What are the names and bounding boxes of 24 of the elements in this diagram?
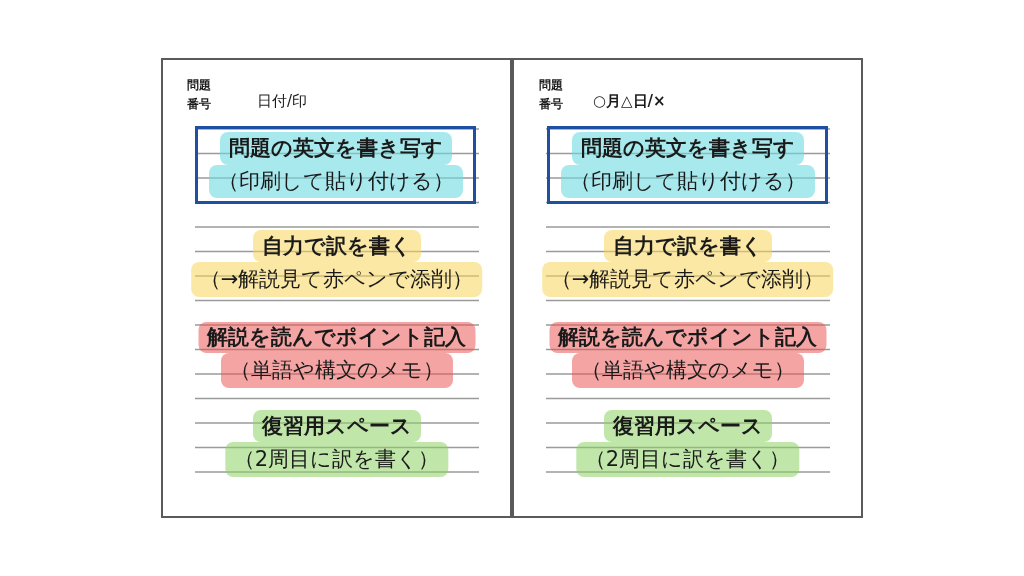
date-label: ○月△日/×: [593, 91, 666, 111]
framed-area: [547, 126, 828, 204]
highlighted-heading: 自力で訳を書く: [252, 230, 421, 262]
question-number-label: 問題番号: [187, 77, 212, 113]
highlighted-note: （印刷して貼り付ける）: [208, 165, 463, 198]
highlighted-note: （→解説見て赤ペンで添削）: [190, 262, 483, 297]
highlighted-heading: 自力で訳を書く: [603, 230, 772, 262]
highlighted-heading: 問題の英文を書き写す: [571, 132, 804, 165]
date-label: 日付/印: [257, 91, 308, 111]
notebook-page: [161, 58, 512, 518]
highlighted-heading: 解説を読んでポイント記入: [549, 322, 826, 353]
highlighted-note: （印刷して貼り付ける）: [560, 165, 815, 198]
highlighted-heading: 問題の英文を書き写す: [219, 132, 452, 165]
question-number-label: 問題番号: [539, 77, 564, 113]
highlighted-note: （単語や構文のメモ）: [571, 353, 804, 388]
highlighted-heading: 復習用スペース: [603, 410, 772, 442]
highlighted-note: （→解説見て赤ペンで添削）: [541, 262, 834, 297]
highlighted-note: （2周目に訳を書く）: [224, 442, 449, 477]
framed-area: [195, 126, 476, 204]
highlighted-note: （単語や構文のメモ）: [220, 353, 453, 388]
highlighted-note: （2周目に訳を書く）: [575, 442, 800, 477]
highlighted-heading: 復習用スペース: [252, 410, 421, 442]
highlighted-heading: 解説を読んでポイント記入: [198, 322, 475, 353]
notebook-page: [512, 58, 863, 518]
